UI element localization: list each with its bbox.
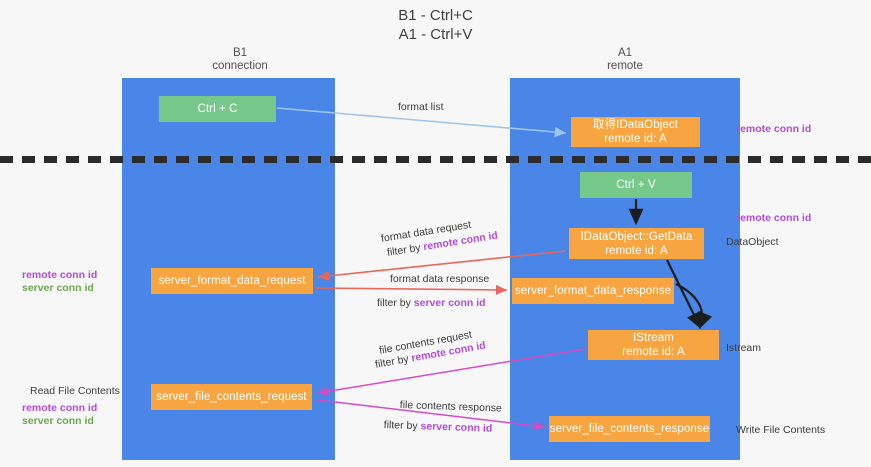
box-ctrl-c[interactable]: Ctrl + C bbox=[159, 96, 276, 122]
filter-prefix: filter by bbox=[377, 297, 414, 309]
filter-key-server-conn-id: server conn id bbox=[420, 420, 493, 435]
box-idataobject-getdata[interactable]: IDataObject::GetData remote id: A bbox=[569, 228, 704, 259]
column-header-a1: A1 remote bbox=[607, 47, 643, 72]
filter-key-server-conn-id: server conn id bbox=[413, 297, 486, 309]
note-server-conn-id: server conn id bbox=[22, 282, 94, 294]
phase-separator bbox=[0, 156, 871, 163]
connector-format-data-response bbox=[314, 284, 508, 296]
box-server-format-data-response[interactable]: server_format_data_response bbox=[512, 278, 674, 304]
label-file-contents-response-filter: filter by server conn id bbox=[384, 418, 493, 436]
note-dataobject: DataObject bbox=[726, 236, 779, 248]
label-format-list: format list bbox=[398, 101, 444, 113]
label-format-data-response: format data response bbox=[390, 273, 490, 285]
box-server-file-contents-response[interactable]: server_file_contents_response bbox=[549, 416, 710, 442]
box-ctrl-v[interactable]: Ctrl + V bbox=[580, 172, 692, 198]
note-remote-conn-id: remote conn id bbox=[22, 402, 98, 414]
label-format-data-response-filter: filter by server conn id bbox=[377, 296, 486, 310]
box-server-file-contents-request[interactable]: server_file_contents_request bbox=[151, 384, 312, 410]
note-remote-conn-id-top: remote conn id bbox=[736, 123, 812, 135]
note-remote-conn-id-mid: remote conn id bbox=[736, 212, 812, 224]
note-server-conn-id: server conn id bbox=[22, 415, 94, 427]
box-istream[interactable]: IStream remote id: A bbox=[588, 330, 719, 360]
column-header-b1: B1 connection bbox=[212, 47, 268, 72]
page-title: B1 - Ctrl+C A1 - Ctrl+V bbox=[398, 7, 473, 43]
filter-prefix: filter by bbox=[383, 418, 421, 433]
note-write-file-contents: Write File Contents bbox=[736, 424, 826, 436]
note-istream: Istream bbox=[726, 342, 762, 354]
note-read-file-contents: Read File Contents bbox=[30, 385, 120, 397]
box-server-format-data-request[interactable]: server_format_data_request bbox=[151, 268, 313, 294]
box-idataobject[interactable]: 取得IDataObject remote id: A bbox=[571, 117, 700, 147]
note-remote-conn-id: remote conn id bbox=[22, 269, 98, 281]
label-file-contents-response: file contents response bbox=[399, 398, 503, 415]
